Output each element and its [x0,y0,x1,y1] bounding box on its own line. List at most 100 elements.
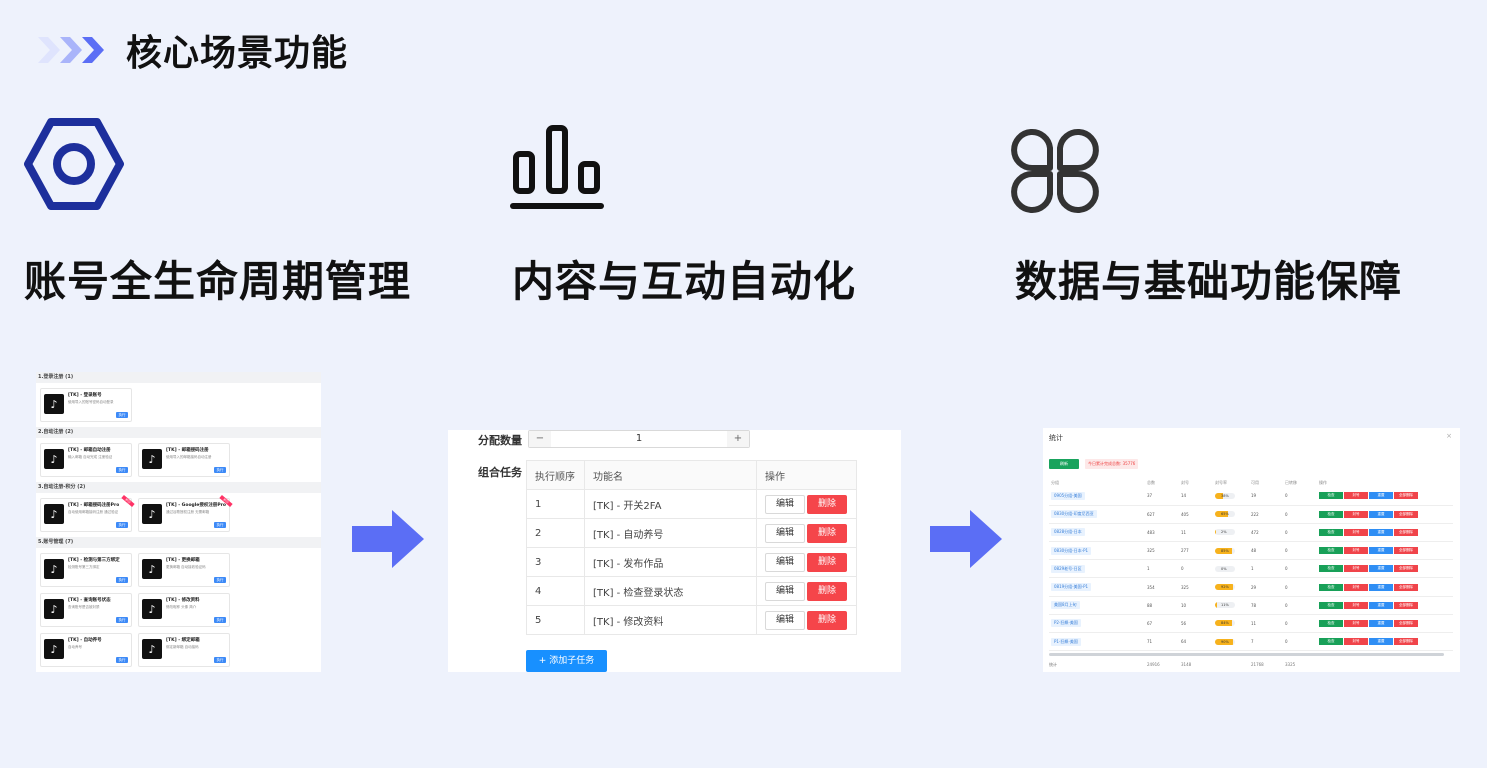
run-button[interactable]: 执行 [116,577,128,583]
action-button[interactable]: 全部删除 [1394,601,1418,609]
function-card[interactable]: ♪[TK] - 修改资料修改昵称 头像 简介执行 [138,593,230,627]
section-header[interactable]: 2.自动注册 (2) [36,427,321,438]
section-header[interactable]: 1.登录注册 (1) [36,372,321,383]
function-card[interactable]: ♪[TK] - 检测与第三方绑定检测账号第三方绑定执行 [40,553,132,587]
group-tag[interactable]: P1-狂飙-美国 [1051,637,1081,646]
group-tag[interactable]: 0829老号-日区 [1051,564,1085,573]
action-button[interactable]: 检查 [1319,510,1343,518]
action-button[interactable]: 检查 [1319,547,1343,555]
close-icon[interactable]: × [1446,432,1452,440]
edit-button[interactable]: 编辑 [765,552,805,572]
action-button[interactable]: 封号 [1344,492,1368,500]
ban-rate-text: 90% [1221,639,1229,644]
edit-button[interactable]: 编辑 [765,610,805,630]
section-header[interactable]: 3.自动注册-积分 (2) [36,482,321,493]
action-button[interactable]: 重置 [1369,601,1393,609]
action-button[interactable]: 重置 [1369,583,1393,591]
run-button[interactable]: 执行 [214,617,226,623]
group-tag[interactable]: 美国8月上旬 [1051,601,1080,610]
edit-button[interactable]: 编辑 [765,523,805,543]
action-button[interactable]: 重置 [1369,547,1393,555]
action-button[interactable]: 全部删除 [1394,583,1418,591]
actions-cell: 检查封号重置全部删除 [1317,632,1453,652]
function-card[interactable]: ♪[TK] - 绑定邮箱绑定新邮箱 自动接码执行 [138,633,230,667]
group-tag[interactable]: P2-狂飙-美国 [1051,619,1081,628]
ban-rate-text: 84% [1221,621,1229,626]
group-tag[interactable]: 0819分组-美国-P1 [1051,583,1092,592]
section-header[interactable]: 5.账号管理 (7) [36,537,321,548]
delete-button[interactable]: 删除 [807,494,847,514]
group-tag[interactable]: 0828分组-日本 [1051,528,1085,537]
action-button[interactable]: 检查 [1319,528,1343,536]
edit-button[interactable]: 编辑 [765,494,805,514]
table-row: 5[TK] - 修改资料编辑删除 [526,605,857,635]
action-button[interactable]: 封号 [1344,528,1368,536]
add-subtask-button[interactable]: + 添加子任务 [526,650,607,672]
action-button[interactable]: 重置 [1369,510,1393,518]
minus-button[interactable]: − [529,431,551,447]
action-button[interactable]: 全部删除 [1394,492,1418,500]
action-button[interactable]: 封号 [1344,601,1368,609]
action-button[interactable]: 检查 [1319,565,1343,573]
action-button[interactable]: 检查 [1319,619,1343,627]
group-tag[interactable]: 0830分组-日本-P1 [1051,546,1092,555]
delete-button[interactable]: 删除 [807,610,847,630]
quantity-value[interactable]: 1 [635,433,643,444]
function-card[interactable]: ♪[TK] - 邮箱接码注册使用导入的邮箱接码自动注册执行 [138,443,230,477]
action-button[interactable]: 重置 [1369,638,1393,646]
column-header: 总数 [1147,479,1155,485]
action-button[interactable]: 检查 [1319,601,1343,609]
run-button[interactable]: 执行 [214,577,226,583]
run-button[interactable]: 执行 [214,467,226,473]
edit-button[interactable]: 编辑 [765,581,805,601]
quantity-stepper[interactable]: − 1 + [528,430,750,448]
action-button[interactable]: 封号 [1344,583,1368,591]
plus-button[interactable]: + [727,431,749,447]
run-button[interactable]: 执行 [116,617,128,623]
action-button[interactable]: 全部删除 [1394,565,1418,573]
action-button[interactable]: 封号 [1344,547,1368,555]
delete-button[interactable]: 删除 [807,523,847,543]
action-button[interactable]: 检查 [1319,583,1343,591]
action-button[interactable]: 全部删除 [1394,619,1418,627]
function-name-cell: [TK] - 检查登录状态 [584,576,757,606]
order-cell: 5 [526,605,585,635]
action-button[interactable]: 检查 [1319,492,1343,500]
action-button[interactable]: 封号 [1344,619,1368,627]
action-button[interactable]: 封号 [1344,638,1368,646]
function-card[interactable]: ♪[TK] - 更换邮箱更换邮箱 自动接收验证码执行 [138,553,230,587]
group-tag[interactable]: 0830分组-印度尼西亚 [1051,510,1097,519]
action-button[interactable]: 封号 [1344,565,1368,573]
action-button[interactable]: 重置 [1369,565,1393,573]
horizontal-scrollbar[interactable] [1049,653,1444,656]
action-button[interactable]: 重置 [1369,492,1393,500]
card-row: ♪[TK] - 检测与第三方绑定检测账号第三方绑定执行♪[TK] - 更换邮箱更… [36,548,321,672]
run-button[interactable]: 执行 [214,657,226,663]
function-card[interactable]: ♪[TK] - 邮箱自动注册输入邮箱 自动完成 注册验证执行 [40,443,132,477]
action-button[interactable]: 检查 [1319,638,1343,646]
action-button[interactable]: 全部删除 [1394,510,1418,518]
function-card[interactable]: ♪[TK] - 自动养号自动养号执行 [40,633,132,667]
action-button[interactable]: 封号 [1344,510,1368,518]
function-card[interactable]: ♪[TK] - 登录账号使用导入的账号密码自动登录执行 [40,388,132,422]
action-button[interactable]: 重置 [1369,619,1393,627]
run-button[interactable]: 执行 [214,522,226,528]
group-tag[interactable]: 0905分组-美国 [1051,491,1085,500]
run-button[interactable]: 执行 [116,522,128,528]
action-button[interactable]: 全部删除 [1394,528,1418,536]
action-button[interactable]: 重置 [1369,528,1393,536]
delete-button[interactable]: 删除 [807,552,847,572]
total-cell: 325 [1145,541,1179,561]
run-button[interactable]: 执行 [116,412,128,418]
refresh-button[interactable]: 刷新 [1049,459,1079,469]
action-button[interactable]: 全部删除 [1394,638,1418,646]
card-name: [TK] - 更换邮箱 [166,558,200,563]
delete-button[interactable]: 删除 [807,581,847,601]
run-button[interactable]: 执行 [116,657,128,663]
run-button[interactable]: 执行 [116,467,128,473]
action-button[interactable]: 全部删除 [1394,547,1418,555]
function-card[interactable]: ♪[TK] - 查询账号状态查询账号是否被封禁执行 [40,593,132,627]
